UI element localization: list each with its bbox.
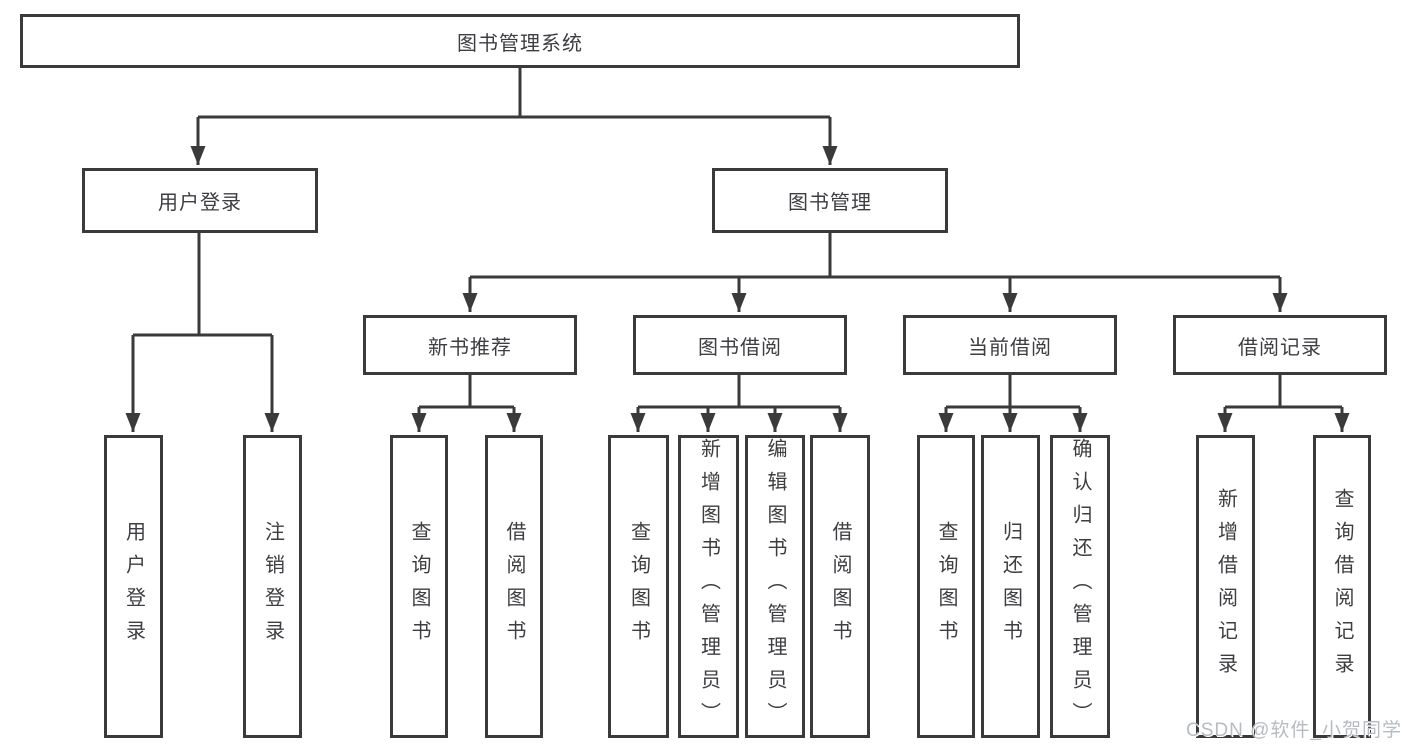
node-label: 借阅图书 <box>829 520 851 653</box>
node-label: 查询图书 <box>408 520 430 653</box>
node-book-management: 图书管理 <box>712 168 948 233</box>
node-new-book-recommend: 新书推荐 <box>363 315 577 375</box>
node-label: 新增图书（管理员） <box>697 438 720 735</box>
node-library-management-system: 图书管理系统 <box>20 14 1020 68</box>
node-label: 新增借阅记录 <box>1214 487 1237 686</box>
leaf-add-books-admin: 新增图书（管理员） <box>678 435 739 738</box>
node-label: 编辑图书（管理员） <box>764 438 786 735</box>
node-borrow-records: 借阅记录 <box>1173 315 1387 375</box>
node-user-login: 用户登录 <box>82 168 318 233</box>
node-label: 当前借阅 <box>968 336 1052 359</box>
leaf-query-books-recommend: 查询图书 <box>390 435 448 738</box>
node-book-borrow: 图书借阅 <box>633 315 847 375</box>
leaf-confirm-return-admin: 确认归还（管理员） <box>1050 435 1110 738</box>
node-label: 归还图书 <box>999 520 1022 653</box>
node-label: 图书管理系统 <box>457 32 583 55</box>
node-label: 图书管理 <box>788 192 872 214</box>
leaf-borrow-books-recommend: 借阅图书 <box>485 435 543 738</box>
leaf-query-borrow-record: 查询借阅记录 <box>1313 435 1371 738</box>
node-label: 查询图书 <box>935 520 957 653</box>
leaf-borrow-books: 借阅图书 <box>810 435 870 738</box>
node-label: 确认归还（管理员） <box>1069 438 1091 735</box>
leaf-user-login: 用户登录 <box>104 435 163 738</box>
node-label: 查询图书 <box>627 520 650 653</box>
node-current-borrow: 当前借阅 <box>903 315 1117 375</box>
node-label: 借阅图书 <box>503 520 525 653</box>
leaf-edit-books-admin: 编辑图书（管理员） <box>745 435 805 738</box>
node-label: 查询借阅记录 <box>1331 487 1353 686</box>
node-label: 借阅记录 <box>1238 336 1322 359</box>
node-label: 用户登录 <box>158 192 242 214</box>
connector-trunks <box>133 66 1342 409</box>
leaf-add-borrow-record: 新增借阅记录 <box>1196 435 1255 738</box>
node-label: 用户登录 <box>122 520 145 653</box>
leaf-query-books-borrow: 查询图书 <box>608 435 669 738</box>
leaf-logout: 注销登录 <box>243 435 302 738</box>
node-label: 图书借阅 <box>698 336 782 359</box>
node-label: 注销登录 <box>261 520 284 653</box>
leaf-return-books: 归还图书 <box>981 435 1040 738</box>
watermark: CSDN @软件_小贺同学 <box>1186 720 1402 741</box>
node-label: 新书推荐 <box>428 336 512 359</box>
leaf-query-books-current: 查询图书 <box>917 435 975 738</box>
